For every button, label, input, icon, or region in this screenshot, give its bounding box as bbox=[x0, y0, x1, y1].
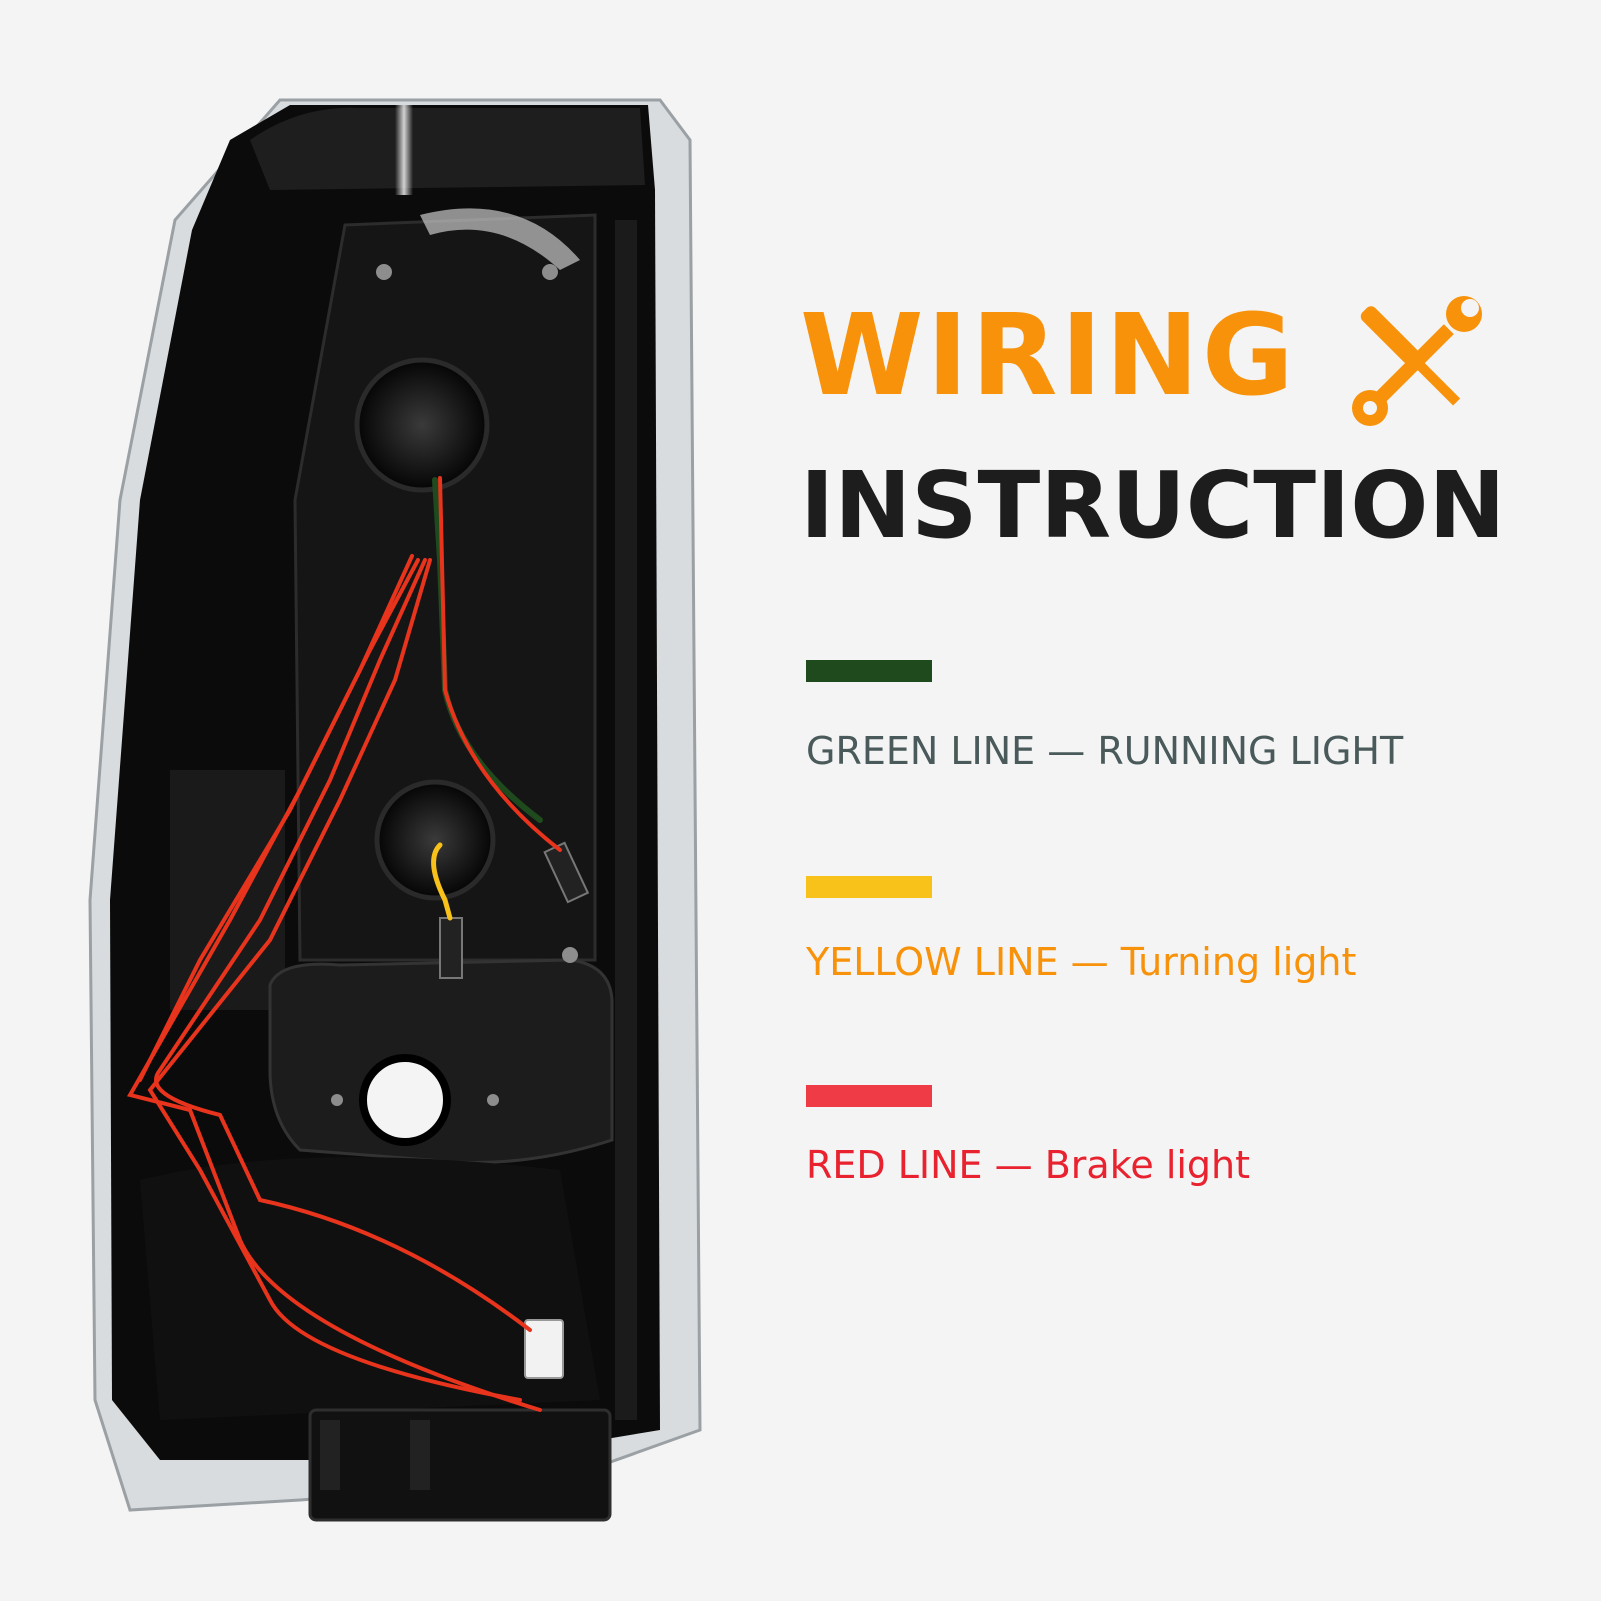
screw bbox=[331, 1094, 343, 1106]
screw bbox=[376, 264, 392, 280]
wrench-screwdriver-icon bbox=[1352, 296, 1482, 426]
inner-arc bbox=[420, 208, 580, 270]
green-line-swatch bbox=[806, 660, 932, 682]
top-highlight bbox=[395, 105, 413, 195]
tail-light-product-image bbox=[88, 98, 702, 1522]
red-line-swatch bbox=[806, 1085, 932, 1107]
red-wire-1 bbox=[438, 476, 562, 852]
yellow-line-swatch bbox=[806, 876, 932, 898]
title-wiring: WIRING bbox=[800, 291, 1297, 421]
housing-top-rim bbox=[250, 107, 645, 190]
screw bbox=[487, 1094, 499, 1106]
lower-pocket bbox=[268, 958, 614, 1164]
left-rail bbox=[170, 770, 285, 1010]
red-wire-5 bbox=[138, 554, 414, 1082]
wire-harness bbox=[126, 476, 562, 1412]
right-rail bbox=[615, 220, 637, 1420]
title-instruction: INSTRUCTION bbox=[800, 452, 1506, 559]
upper-socket bbox=[354, 357, 490, 493]
yellow-wire bbox=[431, 842, 453, 921]
red-wire-4 bbox=[126, 558, 542, 1412]
wire-connector bbox=[439, 917, 463, 979]
middle-socket bbox=[374, 779, 496, 901]
red-wire-2 bbox=[154, 558, 532, 1332]
bottom-curve bbox=[140, 1157, 600, 1420]
bottom-connector bbox=[308, 1408, 612, 1522]
white-plug bbox=[524, 1319, 564, 1379]
yellow-line-label: YELLOW LINE — Turning light bbox=[806, 940, 1357, 984]
screw bbox=[562, 947, 578, 963]
lower-bulb-hole bbox=[359, 1054, 451, 1146]
green-line-label: GREEN LINE — RUNNING LIGHT bbox=[806, 729, 1404, 773]
red-line-label: RED LINE — Brake light bbox=[806, 1143, 1251, 1187]
screw bbox=[542, 264, 558, 280]
